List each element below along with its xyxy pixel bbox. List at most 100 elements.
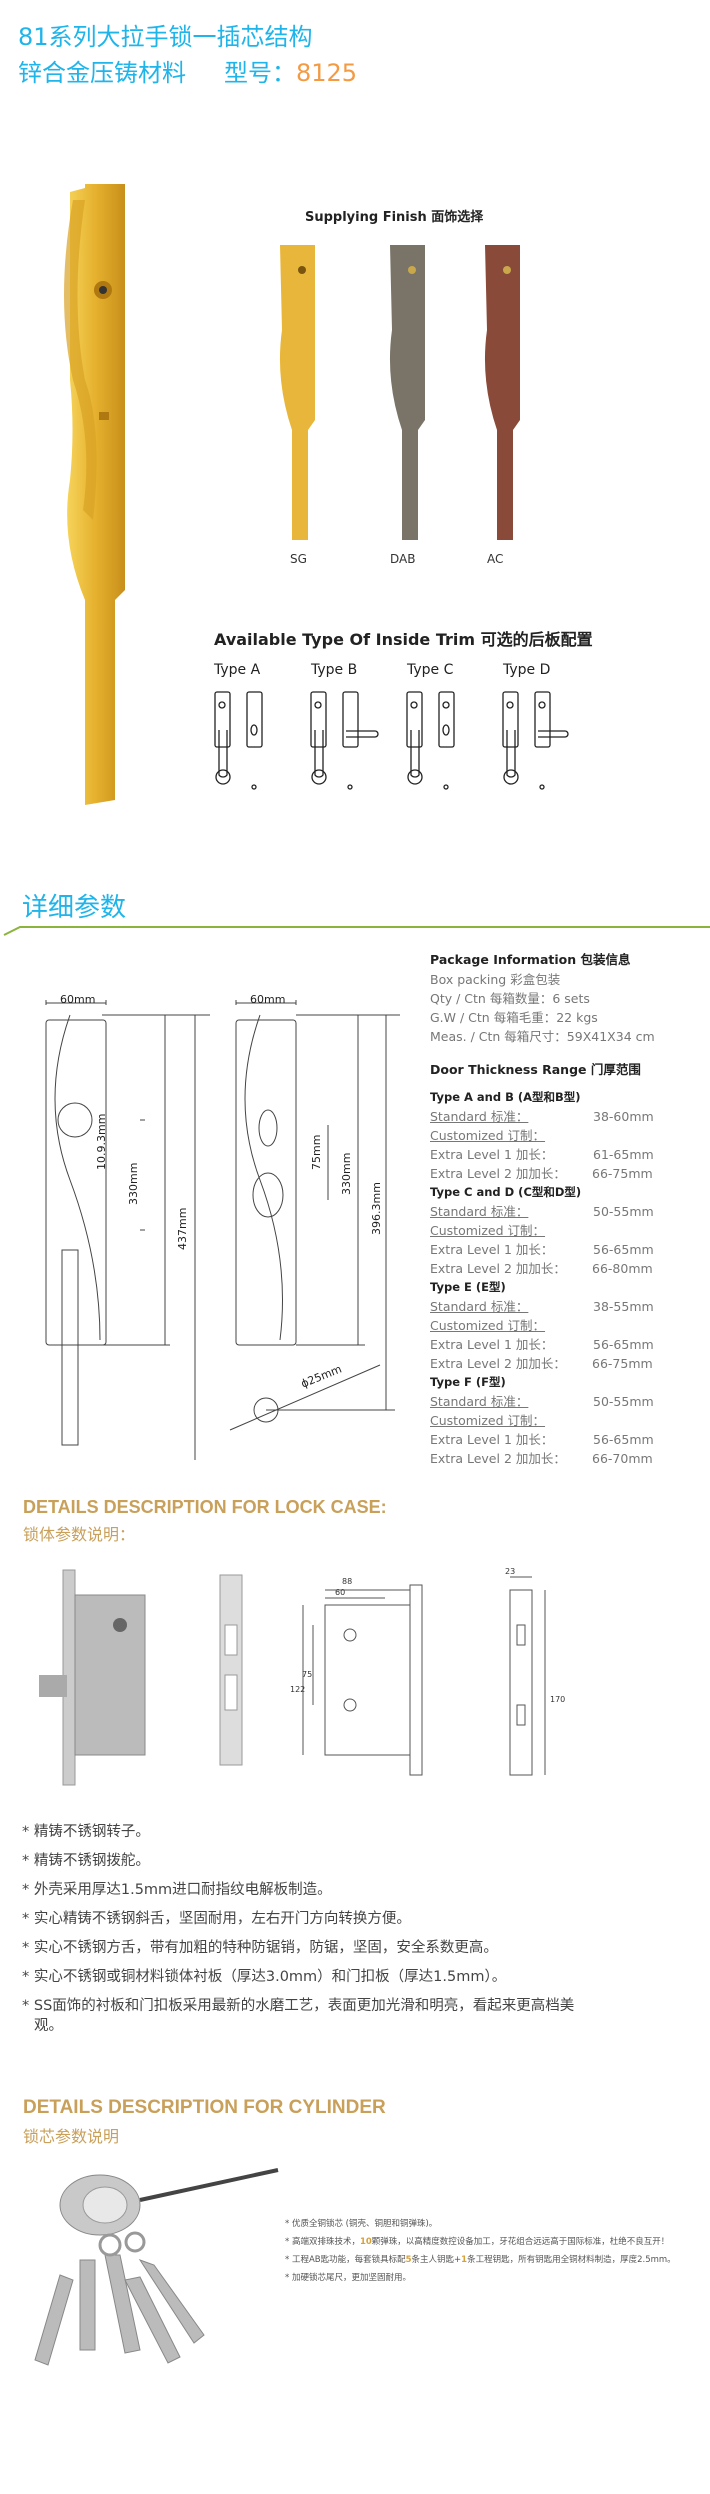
door-thickness-table: Type A and B (A型和B型) Standard 标准： 38-60mm… xyxy=(430,1088,710,1468)
text: * 高端双排珠技术， xyxy=(285,2237,360,2247)
door-row-standard: Standard 标准： 50-55mm xyxy=(430,1392,710,1411)
material-label: 锌合金压铸材料 xyxy=(18,59,186,87)
dim-right-a: 75mm xyxy=(310,1134,323,1170)
row-label: Extra Level 2 加加长： xyxy=(430,1451,566,1466)
row-value: 66-75mm xyxy=(592,1356,653,1371)
trim-type-d-label: Type D xyxy=(503,662,551,678)
row-label: Customized 订制： xyxy=(430,1318,546,1333)
row-label: Extra Level 1 加长： xyxy=(430,1337,554,1352)
row-label: Standard 标准： xyxy=(430,1109,529,1124)
finish-sg-handle xyxy=(279,245,315,540)
model-number: 8125 xyxy=(296,59,358,87)
row-value: 50-55mm xyxy=(593,1394,654,1409)
row-value: 38-55mm xyxy=(593,1299,654,1314)
row-value: 66-70mm xyxy=(592,1451,653,1466)
row-value: 56-65mm xyxy=(593,1432,654,1447)
dim-left-width: 60mm xyxy=(60,993,96,1006)
bullet-item: * 实心不锈钢或铜材料锁体衬板（厚达3.0mm）和门扣板（厚达1.5mm）。 xyxy=(22,1969,507,1985)
door-row-extra1: Extra Level 1 加长：61-65mm xyxy=(430,1145,710,1164)
door-row-extra1: Extra Level 1 加长： 56-65mm xyxy=(430,1430,710,1449)
row-value: 38-60mm xyxy=(593,1109,654,1124)
lock-case-bullets: * 精铸不锈钢转子。 * 精铸不锈钢拨舵。 * 外壳采用厚达1.5mm进口耐指纹… xyxy=(22,1822,582,2036)
door-type-heading: Type E (E型) xyxy=(430,1280,506,1294)
cyl-bullet: * 高端双排珠技术，10颗弹珠，以高精度数控设备加工，牙花组合远远高于国际标准，… xyxy=(285,2236,680,2248)
row-value: 50-55mm xyxy=(593,1204,654,1219)
text: 条工程钥匙，所有钥匙用全铜材料制造，厚度2.5mm。 xyxy=(467,2255,676,2265)
door-row-standard: Standard 标准： 50-55mm xyxy=(430,1202,710,1221)
row-label: Standard 标准： xyxy=(430,1394,529,1409)
cyl-bullet: * 加硬锁芯尾尺，更加坚固耐用。 xyxy=(285,2273,411,2283)
row-label: Extra Level 2 加加长： xyxy=(430,1261,566,1276)
master-key-count: 5 xyxy=(405,2255,412,2265)
lock-case-title-cn: 锁体参数说明： xyxy=(23,1525,136,1544)
bullet-item: * SS面饰的衬板和门扣板采用最新的水磨工艺，表面更加光滑和明亮，看起来更高档美… xyxy=(22,1998,575,2034)
door-row-customized: Customized 订制： xyxy=(430,1411,710,1430)
bullet-item: * 精铸不锈钢拨舵。 xyxy=(22,1853,150,1869)
dim-left-a: 10.9.3mm xyxy=(95,1113,108,1170)
lock-dim-60: 60 xyxy=(335,1588,346,1597)
door-row-customized: Customized 订制： xyxy=(430,1221,710,1240)
row-value: 56-65mm xyxy=(593,1337,654,1352)
door-row-extra1: Extra Level 1 加长： 56-65mm xyxy=(430,1335,710,1354)
dim-right-c: 396.3mm xyxy=(370,1182,383,1235)
details-heading: 详细参数 xyxy=(22,893,127,923)
cylinder-title-en: DETAILS DESCRIPTION FOR CYLINDER xyxy=(23,2097,386,2118)
door-row-standard: Standard 标准： 38-55mm xyxy=(430,1297,710,1316)
door-row-extra2: Extra Level 2 加加长： 66-80mm xyxy=(430,1259,710,1278)
dim-left-b: 330mm xyxy=(127,1162,140,1205)
finish-label-ac: AC xyxy=(487,552,504,566)
text: * 工程AB匙功能，每套锁具标配 xyxy=(285,2255,406,2265)
finish-samples-image xyxy=(279,245,520,540)
lock-case-title-en: DETAILS DESCRIPTION FOR LOCK CASE: xyxy=(23,1497,387,1517)
trim-type-c-label: Type C xyxy=(407,662,454,678)
package-line: Meas. / Ctn 每箱尺寸：59X41X34 cm xyxy=(430,1029,655,1044)
row-label: Customized 订制： xyxy=(430,1413,546,1428)
finish-label-dab: DAB xyxy=(390,552,416,566)
heading-divider xyxy=(3,926,710,936)
bullet-item: * 实心精铸不锈钢斜舌，坚固耐用，左右开门方向转换方便。 xyxy=(22,1911,411,1927)
dim-left-c: 437mm xyxy=(176,1207,189,1250)
model-label: 型号： xyxy=(224,59,296,87)
finish-ac-handle xyxy=(484,245,520,540)
door-row-customized: Customized 订制： xyxy=(430,1316,710,1335)
row-label: Extra Level 1 加长： xyxy=(430,1147,554,1162)
gold-handle-image xyxy=(64,184,125,805)
row-label: Customized 订制： xyxy=(430,1128,546,1143)
lock-dim-170: 170 xyxy=(550,1695,566,1704)
lock-dim-122: 122 xyxy=(290,1685,306,1694)
door-type-heading: Type F (F型) xyxy=(430,1375,506,1389)
row-label: Customized 订制： xyxy=(430,1223,546,1238)
row-label: Standard 标准： xyxy=(430,1299,529,1314)
door-row-standard: Standard 标准： 38-60mm xyxy=(430,1107,710,1126)
dim-right-b: 330mm xyxy=(340,1152,353,1195)
door-thickness-title: Door Thickness Range 门厚范围 xyxy=(430,1062,641,1077)
door-type-heading: Type A and B (A型和B型) xyxy=(430,1090,581,1104)
bullet-item: * 实心不锈钢方舌，带有加粗的特种防锯销，防锯，坚固，安全系数更高。 xyxy=(22,1940,498,1956)
door-row-extra2: Extra Level 2 加加长： 66-75mm xyxy=(430,1164,710,1183)
row-label: Extra Level 2 加加长： xyxy=(430,1356,566,1371)
door-row-customized: Customized 订制： xyxy=(430,1126,710,1145)
finish-dab-handle xyxy=(389,245,425,540)
text: 颗弹珠，以高精度数控设备加工，牙花组合远远高于国际标准，杜绝不良互开！ xyxy=(371,2237,670,2247)
row-label: Extra Level 2 加加长： xyxy=(430,1166,566,1181)
row-label: Extra Level 1 加长： xyxy=(430,1242,554,1257)
finish-title: Supplying Finish 面饰选择 xyxy=(305,210,484,225)
trim-type-a-label: Type A xyxy=(214,662,261,678)
trim-type-b-label: Type B xyxy=(311,662,358,678)
row-label: Standard 标准： xyxy=(430,1204,529,1219)
package-title: Package Information 包装信息 xyxy=(430,952,631,967)
row-value: 56-65mm xyxy=(593,1242,654,1257)
package-line: Qty / Ctn 每箱数量：6 sets xyxy=(430,991,590,1006)
lock-dim-23: 23 xyxy=(505,1567,516,1576)
material-title: 锌合金压铸材料 型号：8125 xyxy=(18,58,357,88)
cylinder-title-cn: 锁芯参数说明 xyxy=(23,2127,120,2146)
row-value: 66-80mm xyxy=(592,1261,653,1276)
row-value: 66-75mm xyxy=(592,1166,653,1181)
package-line: Box packing 彩盒包装 xyxy=(430,972,561,987)
dim-right-width: 60mm xyxy=(250,993,286,1006)
row-label: Extra Level 1 加长： xyxy=(430,1432,554,1447)
bullet-item: * 精铸不锈钢转子。 xyxy=(22,1824,150,1840)
product-series-title: 81系列大拉手锁一插芯结构 xyxy=(18,23,313,51)
construction-key-count: 1 xyxy=(461,2255,468,2265)
finish-label-sg: SG xyxy=(290,552,307,566)
